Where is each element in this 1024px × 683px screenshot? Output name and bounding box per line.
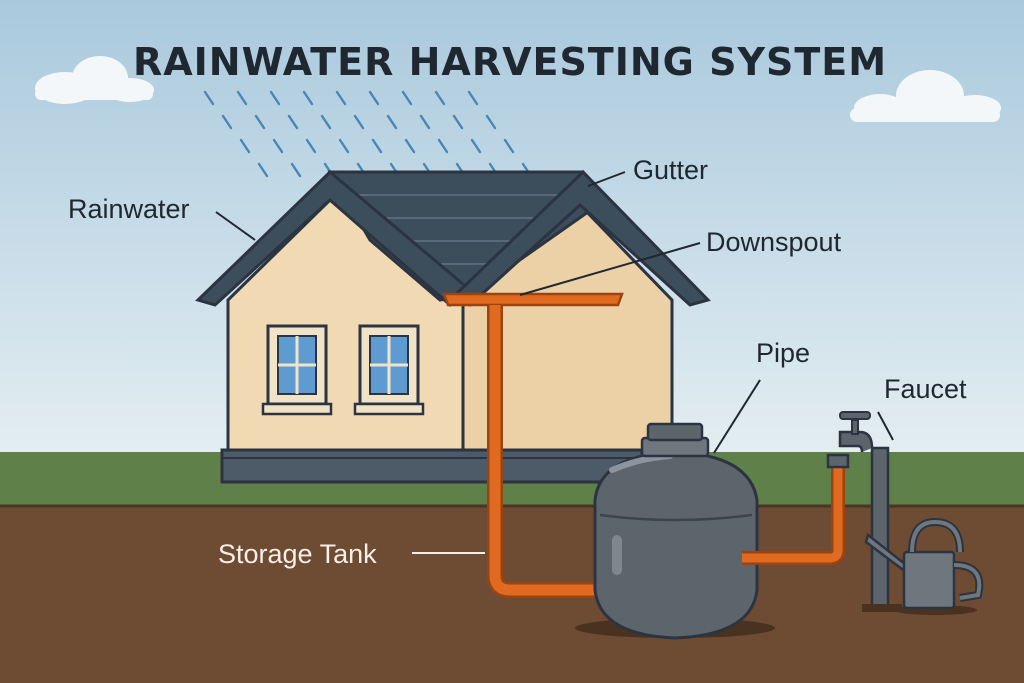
label-faucet: Faucet: [884, 374, 967, 404]
pipe: [742, 465, 845, 565]
label-gutter: Gutter: [633, 155, 708, 185]
cloud-icon: [35, 56, 154, 104]
gutter-and-downspout: [442, 292, 624, 598]
storage-tank: [575, 422, 775, 640]
cloud-icon: [850, 70, 1001, 122]
label-pipe: Pipe: [756, 338, 810, 368]
label-rainwater: Rainwater: [68, 194, 190, 224]
house: [195, 169, 711, 484]
label-downspout: Downspout: [706, 227, 842, 257]
rain-drops: [203, 90, 551, 202]
faucet-icon: [826, 411, 902, 612]
label-storage-tank: Storage Tank: [218, 539, 377, 569]
page-title: RAINWATER HARVESTING SYSTEM: [133, 40, 887, 84]
watering-can-icon: [864, 517, 984, 615]
leader-lines: [215, 171, 894, 454]
